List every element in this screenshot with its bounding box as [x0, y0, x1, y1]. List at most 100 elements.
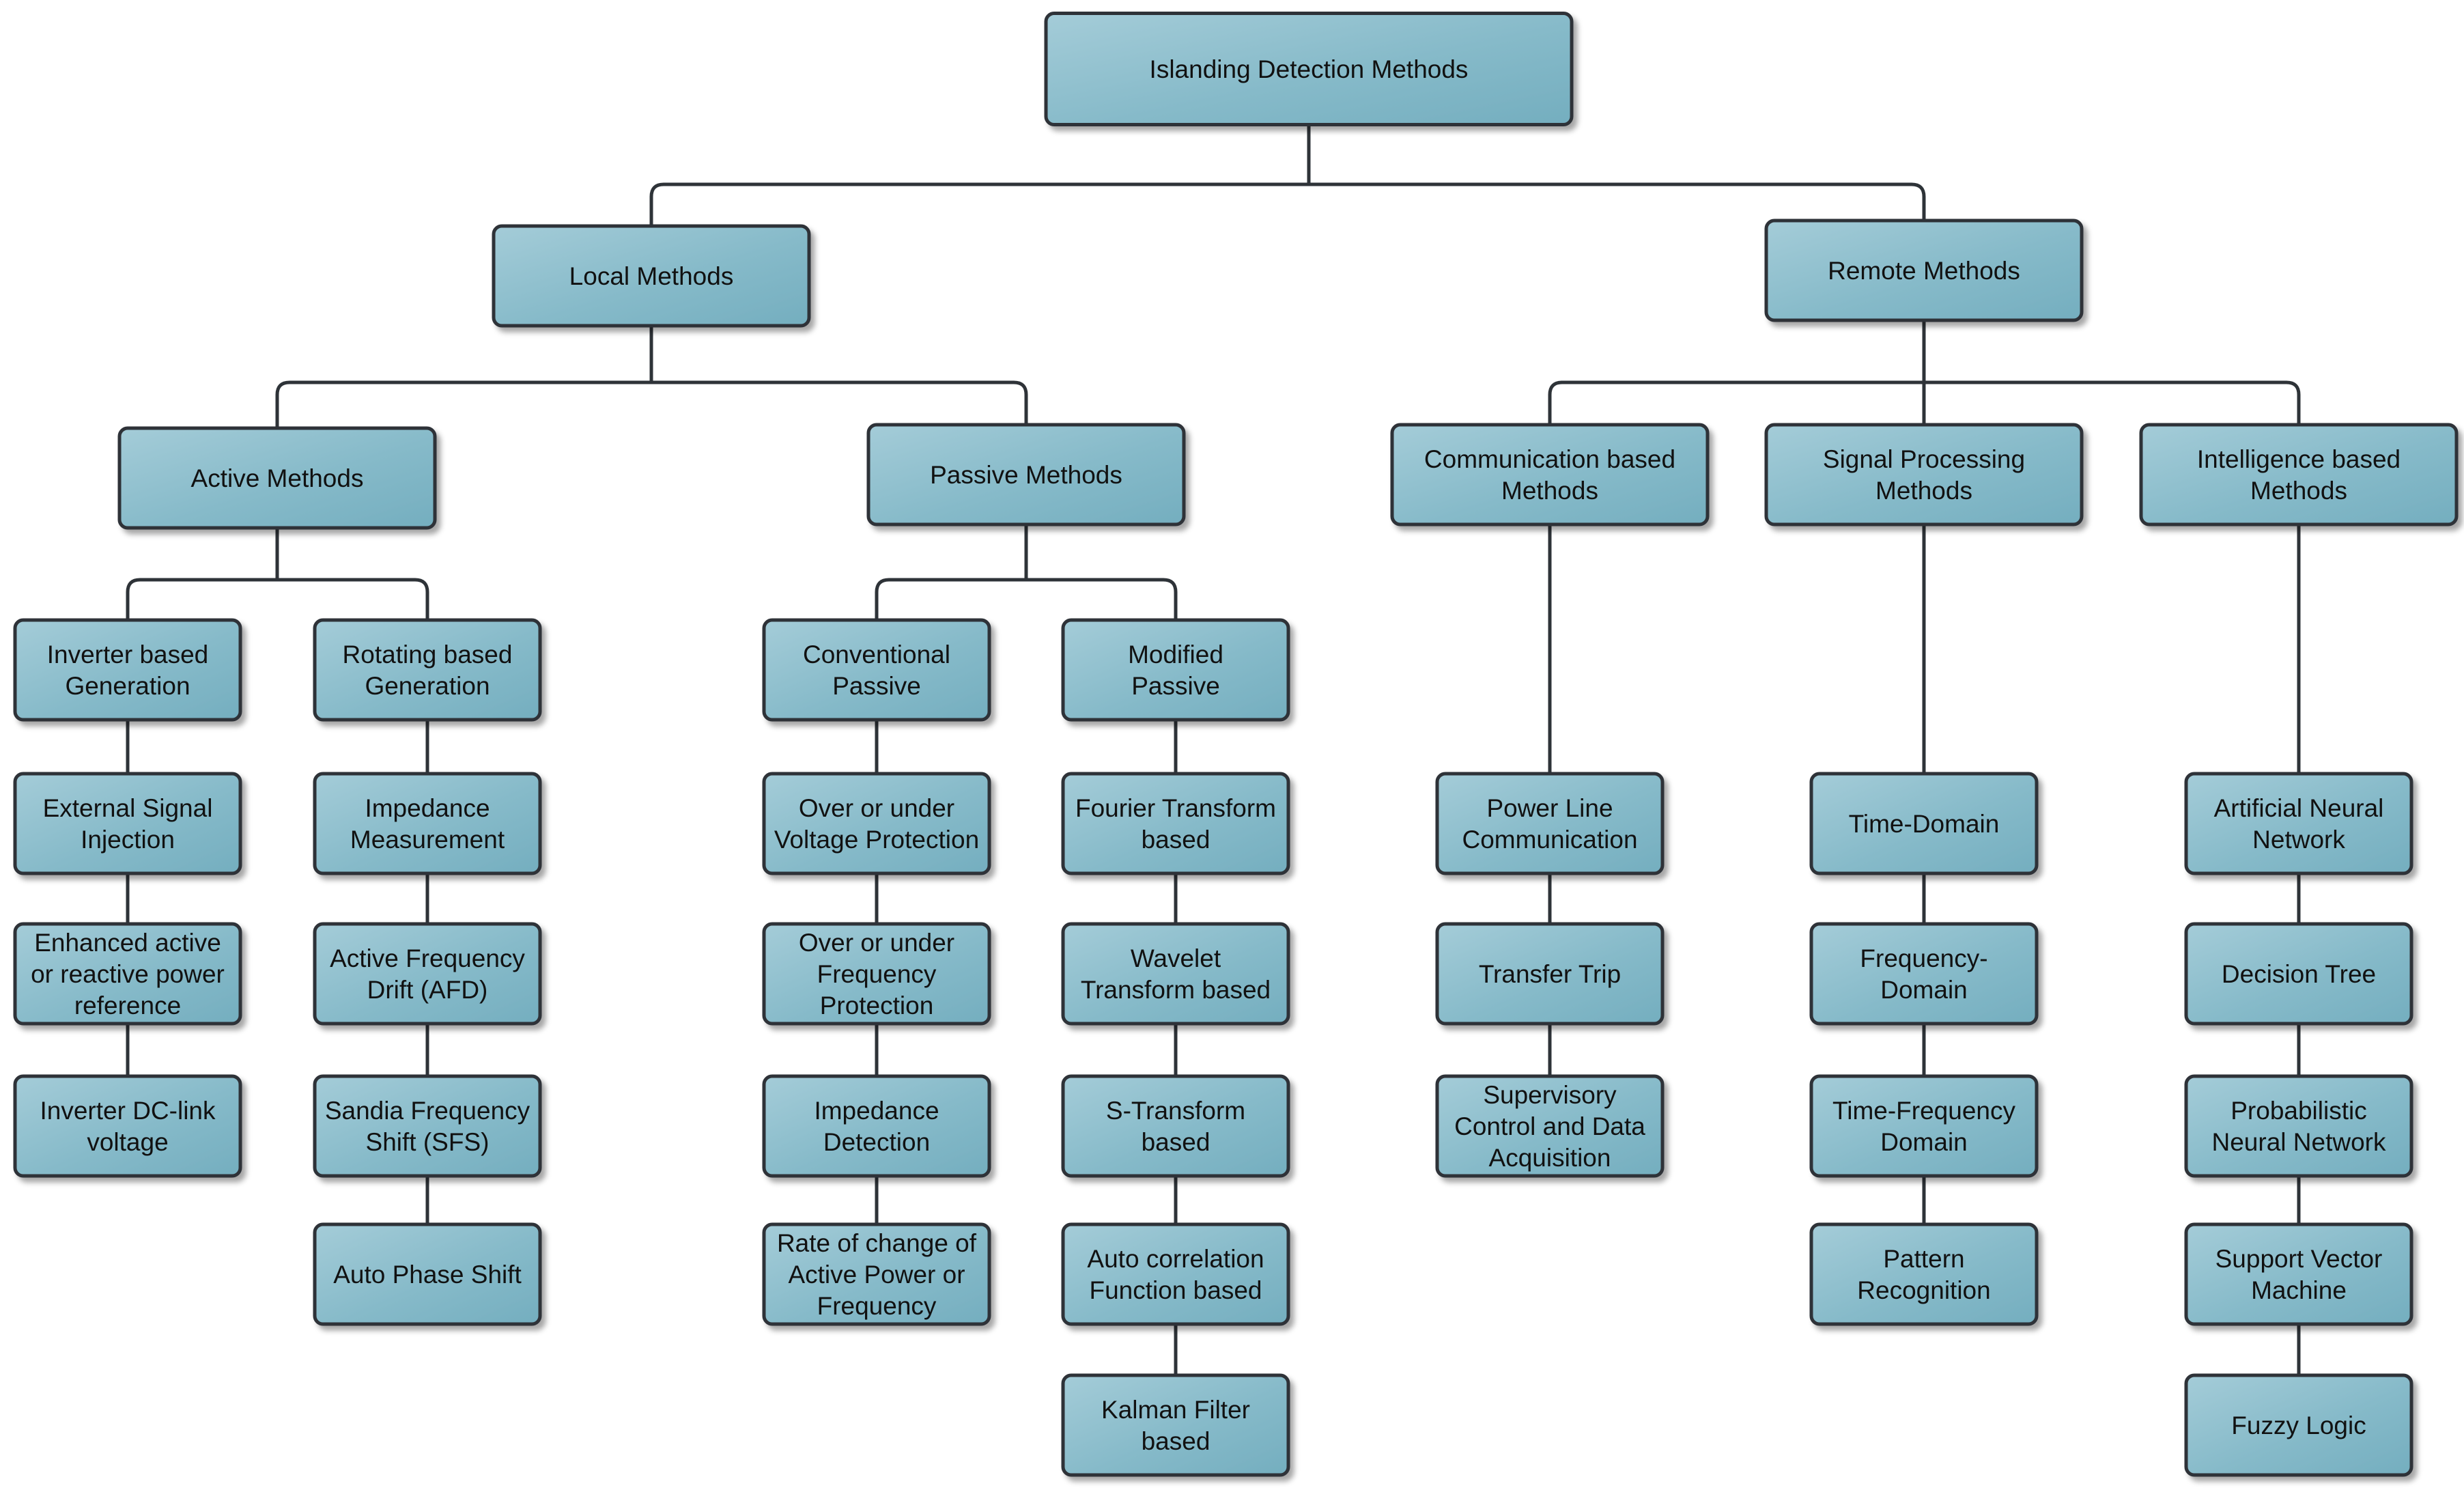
node-label: Impedance	[365, 794, 490, 822]
node-box	[13, 1074, 242, 1178]
connector-line	[875, 578, 1026, 620]
node-box	[1809, 1074, 2039, 1178]
node-box	[492, 224, 811, 328]
node-label: Detection	[823, 1128, 930, 1156]
connector-line	[649, 182, 1309, 226]
node-fourier: Fourier Transform based	[1061, 772, 1290, 875]
node-box	[762, 772, 991, 875]
node-local: Local Methods	[492, 224, 811, 328]
node-label: Over or under	[799, 929, 954, 957]
node-label: Fourier Transform	[1075, 794, 1276, 822]
node-label: Supervisory	[1483, 1081, 1617, 1109]
node-label: Probabilistic	[2231, 1097, 2366, 1125]
node-box	[2184, 922, 2413, 1026]
node-box	[1435, 1074, 1665, 1178]
node-box	[1061, 1074, 1290, 1178]
node-dc-link: Inverter DC-link voltage	[13, 1074, 242, 1178]
node-label: Active Methods	[191, 464, 364, 492]
node-label: Decision Tree	[2222, 960, 2376, 988]
node-time-domain: Time-Domain	[1809, 772, 2039, 875]
node-label: Conventional	[803, 641, 950, 669]
node-label: Auto Phase Shift	[333, 1261, 522, 1289]
node-box	[2184, 772, 2413, 875]
node-label: Transform based	[1081, 976, 1271, 1004]
node-label: Domain	[1880, 1128, 1968, 1156]
node-label: Machine	[2251, 1276, 2347, 1304]
node-label: Auto correlation	[1087, 1245, 1264, 1273]
connector-lines	[126, 124, 2301, 1375]
node-label: Time-Frequency	[1832, 1097, 2015, 1125]
node-box	[1435, 772, 1665, 875]
node-box	[1061, 1222, 1290, 1326]
connector-line	[277, 578, 429, 620]
node-box	[1061, 1373, 1290, 1477]
node-root: Islanding Detection Methods	[1044, 12, 1574, 126]
node-label: Injection	[81, 826, 175, 854]
node-label: Control and Data	[1454, 1112, 1645, 1140]
node-transfer-trip: Transfer Trip	[1435, 922, 1665, 1026]
node-box	[1061, 922, 1290, 1026]
node-box	[1764, 423, 2084, 526]
node-label: Islanding Detection Methods	[1150, 55, 1469, 83]
node-label: Acquisition	[1489, 1144, 1611, 1172]
node-label: S-Transform	[1106, 1097, 1245, 1125]
node-label: Frequency	[817, 960, 937, 988]
connector-line	[1924, 380, 2301, 425]
node-label: reference	[74, 992, 181, 1020]
node-box	[1809, 1222, 2039, 1326]
node-label: Shift (SFS)	[366, 1128, 490, 1156]
node-label: Communication based	[1424, 445, 1675, 473]
node-label: based	[1142, 826, 1210, 854]
node-label: Fuzzy Logic	[2231, 1411, 2366, 1439]
node-label: Sandia Frequency	[325, 1097, 530, 1125]
node-label: Generation	[365, 672, 490, 700]
node-label: Local Methods	[569, 262, 734, 290]
node-box	[762, 618, 991, 722]
node-label: Inverter based	[47, 641, 209, 669]
node-label: voltage	[87, 1128, 168, 1156]
node-box	[1764, 219, 2084, 322]
node-label: Voltage Protection	[774, 826, 979, 854]
node-box	[313, 1222, 542, 1326]
node-box	[2184, 1222, 2413, 1326]
connector-line	[126, 578, 277, 620]
node-label: Transfer Trip	[1479, 960, 1621, 988]
connector-line	[1026, 578, 1178, 620]
node-box	[866, 423, 1186, 526]
node-label: Recognition	[1857, 1276, 1990, 1304]
node-box	[2184, 1074, 2413, 1178]
node-auto-phase: Auto Phase Shift	[313, 1222, 542, 1326]
node-label: Drift (AFD)	[367, 976, 488, 1004]
node-label: Passive Methods	[930, 461, 1122, 489]
connector-line	[275, 380, 651, 428]
connector-line	[1548, 380, 1924, 425]
node-label: Communication	[1462, 826, 1637, 854]
node-label: Generation	[65, 672, 190, 700]
node-label: based	[1142, 1427, 1210, 1455]
node-label: Inverter DC-link	[40, 1097, 216, 1125]
node-box	[13, 922, 242, 1026]
node-active: Active Methods	[117, 426, 437, 530]
node-label: Methods	[1501, 477, 1598, 505]
node-box	[1061, 618, 1290, 722]
node-box	[13, 618, 242, 722]
node-box	[762, 1074, 991, 1178]
